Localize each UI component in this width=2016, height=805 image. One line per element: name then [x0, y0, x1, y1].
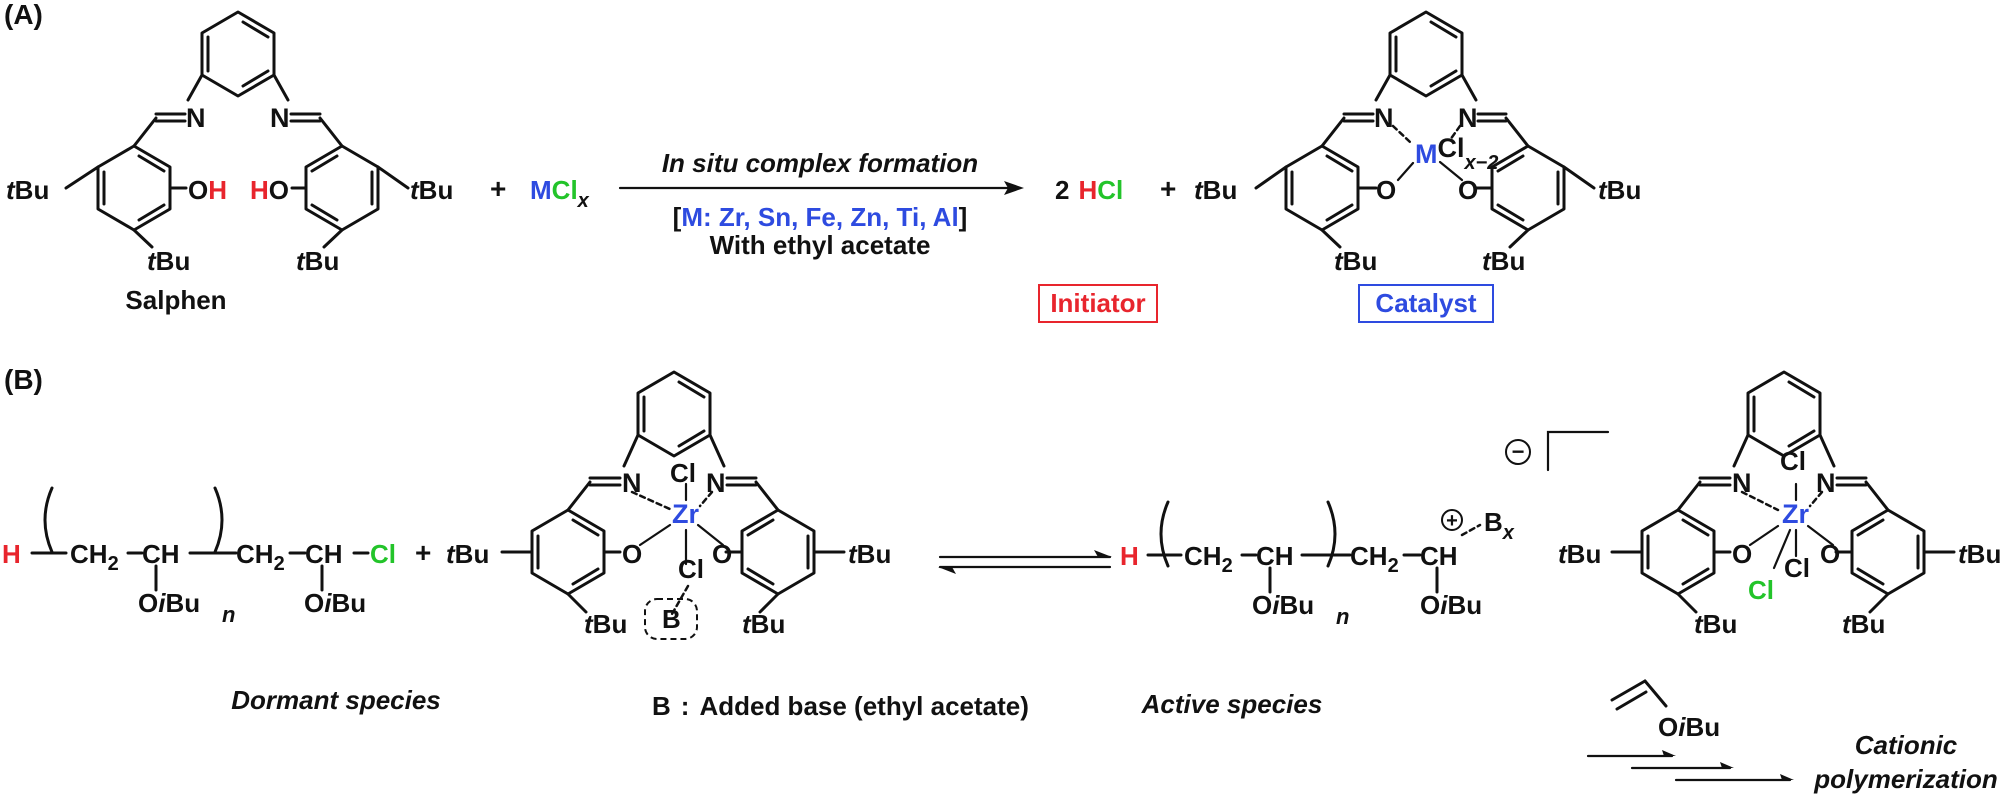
- zr2-tbu-right: tBu: [1958, 539, 2001, 569]
- active-h: H: [1120, 541, 1139, 571]
- zr2-cl-bottom: Cl: [1784, 553, 1810, 583]
- dormant-ch2-1: CH2: [70, 539, 119, 575]
- salphen-tbu-bottom-right: tBu: [296, 246, 339, 276]
- zr2-tbu-bottom-right: tBu: [1842, 609, 1885, 639]
- salphen-n-right: N: [270, 103, 290, 133]
- panel-a-label: (A): [4, 0, 43, 30]
- equilibrium-arrows: [938, 550, 1112, 574]
- zr2-n-left: N: [1732, 468, 1752, 498]
- zr-complex-with-base: [500, 370, 846, 640]
- zr1-o-left: O: [622, 539, 642, 569]
- vinyl-ether-monomer: [1610, 679, 1668, 711]
- active-ch2-1: CH2: [1184, 541, 1233, 577]
- reaction-arrow-a: [618, 181, 1024, 195]
- salphen-n-left: N: [186, 103, 206, 133]
- anion-charge-circle: [1505, 439, 1531, 465]
- active-ch-1: CH: [1256, 541, 1294, 571]
- salphen-structure: [64, 10, 410, 249]
- salphen-tbu-left: tBu: [6, 175, 49, 205]
- catalyst-tbu-right: tBu: [1598, 175, 1641, 205]
- salphen-tbu-right: tBu: [410, 175, 453, 205]
- zr1-tbu-bottom-right: tBu: [742, 609, 785, 639]
- zr-anion-complex: [1610, 370, 1956, 614]
- catalyst-tbu-left: tBu: [1194, 175, 1237, 205]
- dormant-oibu-1: OiBu: [138, 588, 200, 618]
- catalyst-complex-a: [1254, 10, 1596, 249]
- active-oibu-1: OiBu: [1252, 590, 1314, 620]
- active-ch-2: CH: [1420, 541, 1458, 571]
- zr2-metal: Zr: [1782, 499, 1809, 529]
- zr2-o-left: O: [1732, 539, 1752, 569]
- catalyst-label: Catalyst: [1375, 288, 1476, 318]
- dormant-ch-2: CH: [305, 539, 343, 569]
- catalyst-n-left: N: [1374, 103, 1394, 133]
- dormant-oibu-2: OiBu: [304, 588, 366, 618]
- zr1-n-right: N: [706, 468, 726, 498]
- dormant-h: H: [2, 539, 21, 569]
- salphen-oh-left: OH: [188, 175, 227, 205]
- dormant-species-caption: Dormant species: [231, 685, 441, 715]
- catalyst-o-right: O: [1458, 175, 1478, 205]
- catalyst-n-right: N: [1458, 103, 1478, 133]
- zr1-metal: Zr: [672, 499, 699, 529]
- catalyst-metal: MClx−2: [1415, 133, 1498, 174]
- initiator-label: Initiator: [1050, 288, 1145, 318]
- dormant-ch2-2: CH2: [236, 539, 285, 575]
- zr2-cl-top: Cl: [1780, 446, 1806, 476]
- arrow-condition-top: In situ complex formation: [662, 148, 978, 178]
- salphen-label: Salphen: [125, 285, 226, 315]
- plus-sign-a2: +: [1160, 173, 1176, 204]
- base-caption: B:Added base (ethyl acetate): [652, 691, 1029, 721]
- counterion-bx: Bx: [1484, 507, 1515, 544]
- salphen-tbu-bottom-left: tBu: [147, 246, 190, 276]
- salphen-ho-right: HO: [250, 175, 289, 205]
- initiator-box: [1038, 284, 1158, 323]
- catalyst-tbu-bottom-left: tBu: [1334, 246, 1377, 276]
- zr1-tbu-bottom-left: tBu: [584, 609, 627, 639]
- cationic-label-1: Cationic: [1855, 730, 1958, 760]
- catalyst-box: [1358, 284, 1494, 323]
- mclx-reagent: MClx: [530, 175, 590, 212]
- arrow-condition-solvent: With ethyl acetate: [710, 230, 931, 260]
- zr2-tbu-bottom-left: tBu: [1694, 609, 1737, 639]
- active-ch2-2: CH2: [1350, 541, 1399, 577]
- zr1-cl-top: Cl: [670, 458, 696, 488]
- active-chain-bonds: [1146, 500, 1482, 594]
- zr2-o-right: O: [1820, 539, 1840, 569]
- zr1-tbu-left: tBu: [446, 539, 489, 569]
- active-oibu-2: OiBu: [1420, 590, 1482, 620]
- cation-charge-circle: [1441, 509, 1463, 531]
- zr2-cl-green: Cl: [1748, 575, 1774, 605]
- plus-sign-b: +: [415, 537, 431, 568]
- active-n-subscript: n: [1336, 604, 1349, 629]
- catalyst-o-left: O: [1376, 175, 1396, 205]
- arrow-condition-metals: [M: Zr, Sn, Fe, Zn, Ti, Al]: [673, 202, 968, 232]
- monomer-oibu: OiBu: [1658, 712, 1720, 742]
- dormant-ch-1: CH: [142, 539, 180, 569]
- dormant-n-subscript: n: [222, 602, 235, 627]
- zr2-n-right: N: [1816, 468, 1836, 498]
- anion-charge-sign: −: [1512, 439, 1525, 464]
- dormant-chain-bonds: [30, 486, 370, 592]
- zr1-cl-bottom: Cl: [678, 554, 704, 584]
- catalyst-tbu-bottom-right: tBu: [1482, 246, 1525, 276]
- active-species-caption: Active species: [1141, 689, 1323, 719]
- zr1-tbu-right: tBu: [848, 539, 891, 569]
- plus-sign-a1: +: [490, 173, 506, 204]
- cation-charge-sign: +: [1446, 510, 1458, 532]
- polymerization-arrows: [1586, 750, 1794, 782]
- dormant-cl: Cl: [370, 539, 396, 569]
- panel-b-label: (B): [4, 364, 43, 395]
- cationic-label-2: polymerization: [1813, 764, 1997, 794]
- zr1-n-left: N: [622, 468, 642, 498]
- zr1-o-right: O: [712, 539, 732, 569]
- zr1-base-b: B: [662, 604, 681, 634]
- zr2-tbu-left: tBu: [1558, 539, 1601, 569]
- anion-bracket: [1546, 430, 1610, 472]
